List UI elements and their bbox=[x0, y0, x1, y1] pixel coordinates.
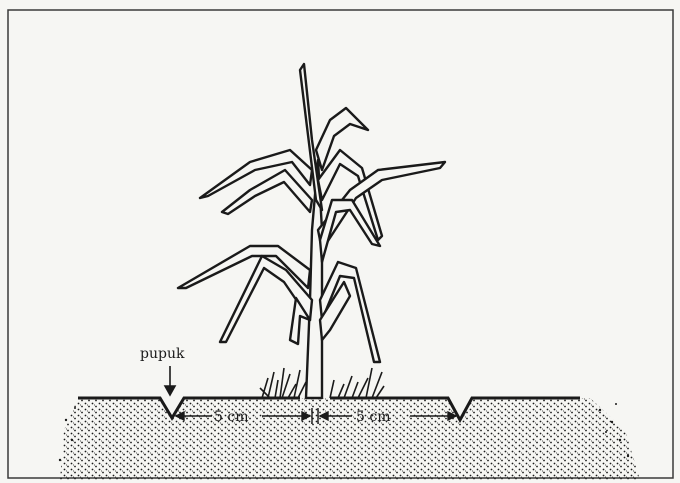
corn-plant bbox=[178, 64, 445, 398]
fertilizer-label: pupuk bbox=[140, 346, 185, 362]
distance-label-right: 5 cm bbox=[356, 409, 390, 425]
grass-tuft-left bbox=[260, 368, 306, 398]
grass-tuft-right bbox=[330, 368, 384, 398]
arrow-down-icon bbox=[165, 366, 175, 395]
distance-label-left: 5 cm bbox=[214, 409, 248, 425]
soil bbox=[40, 395, 660, 483]
